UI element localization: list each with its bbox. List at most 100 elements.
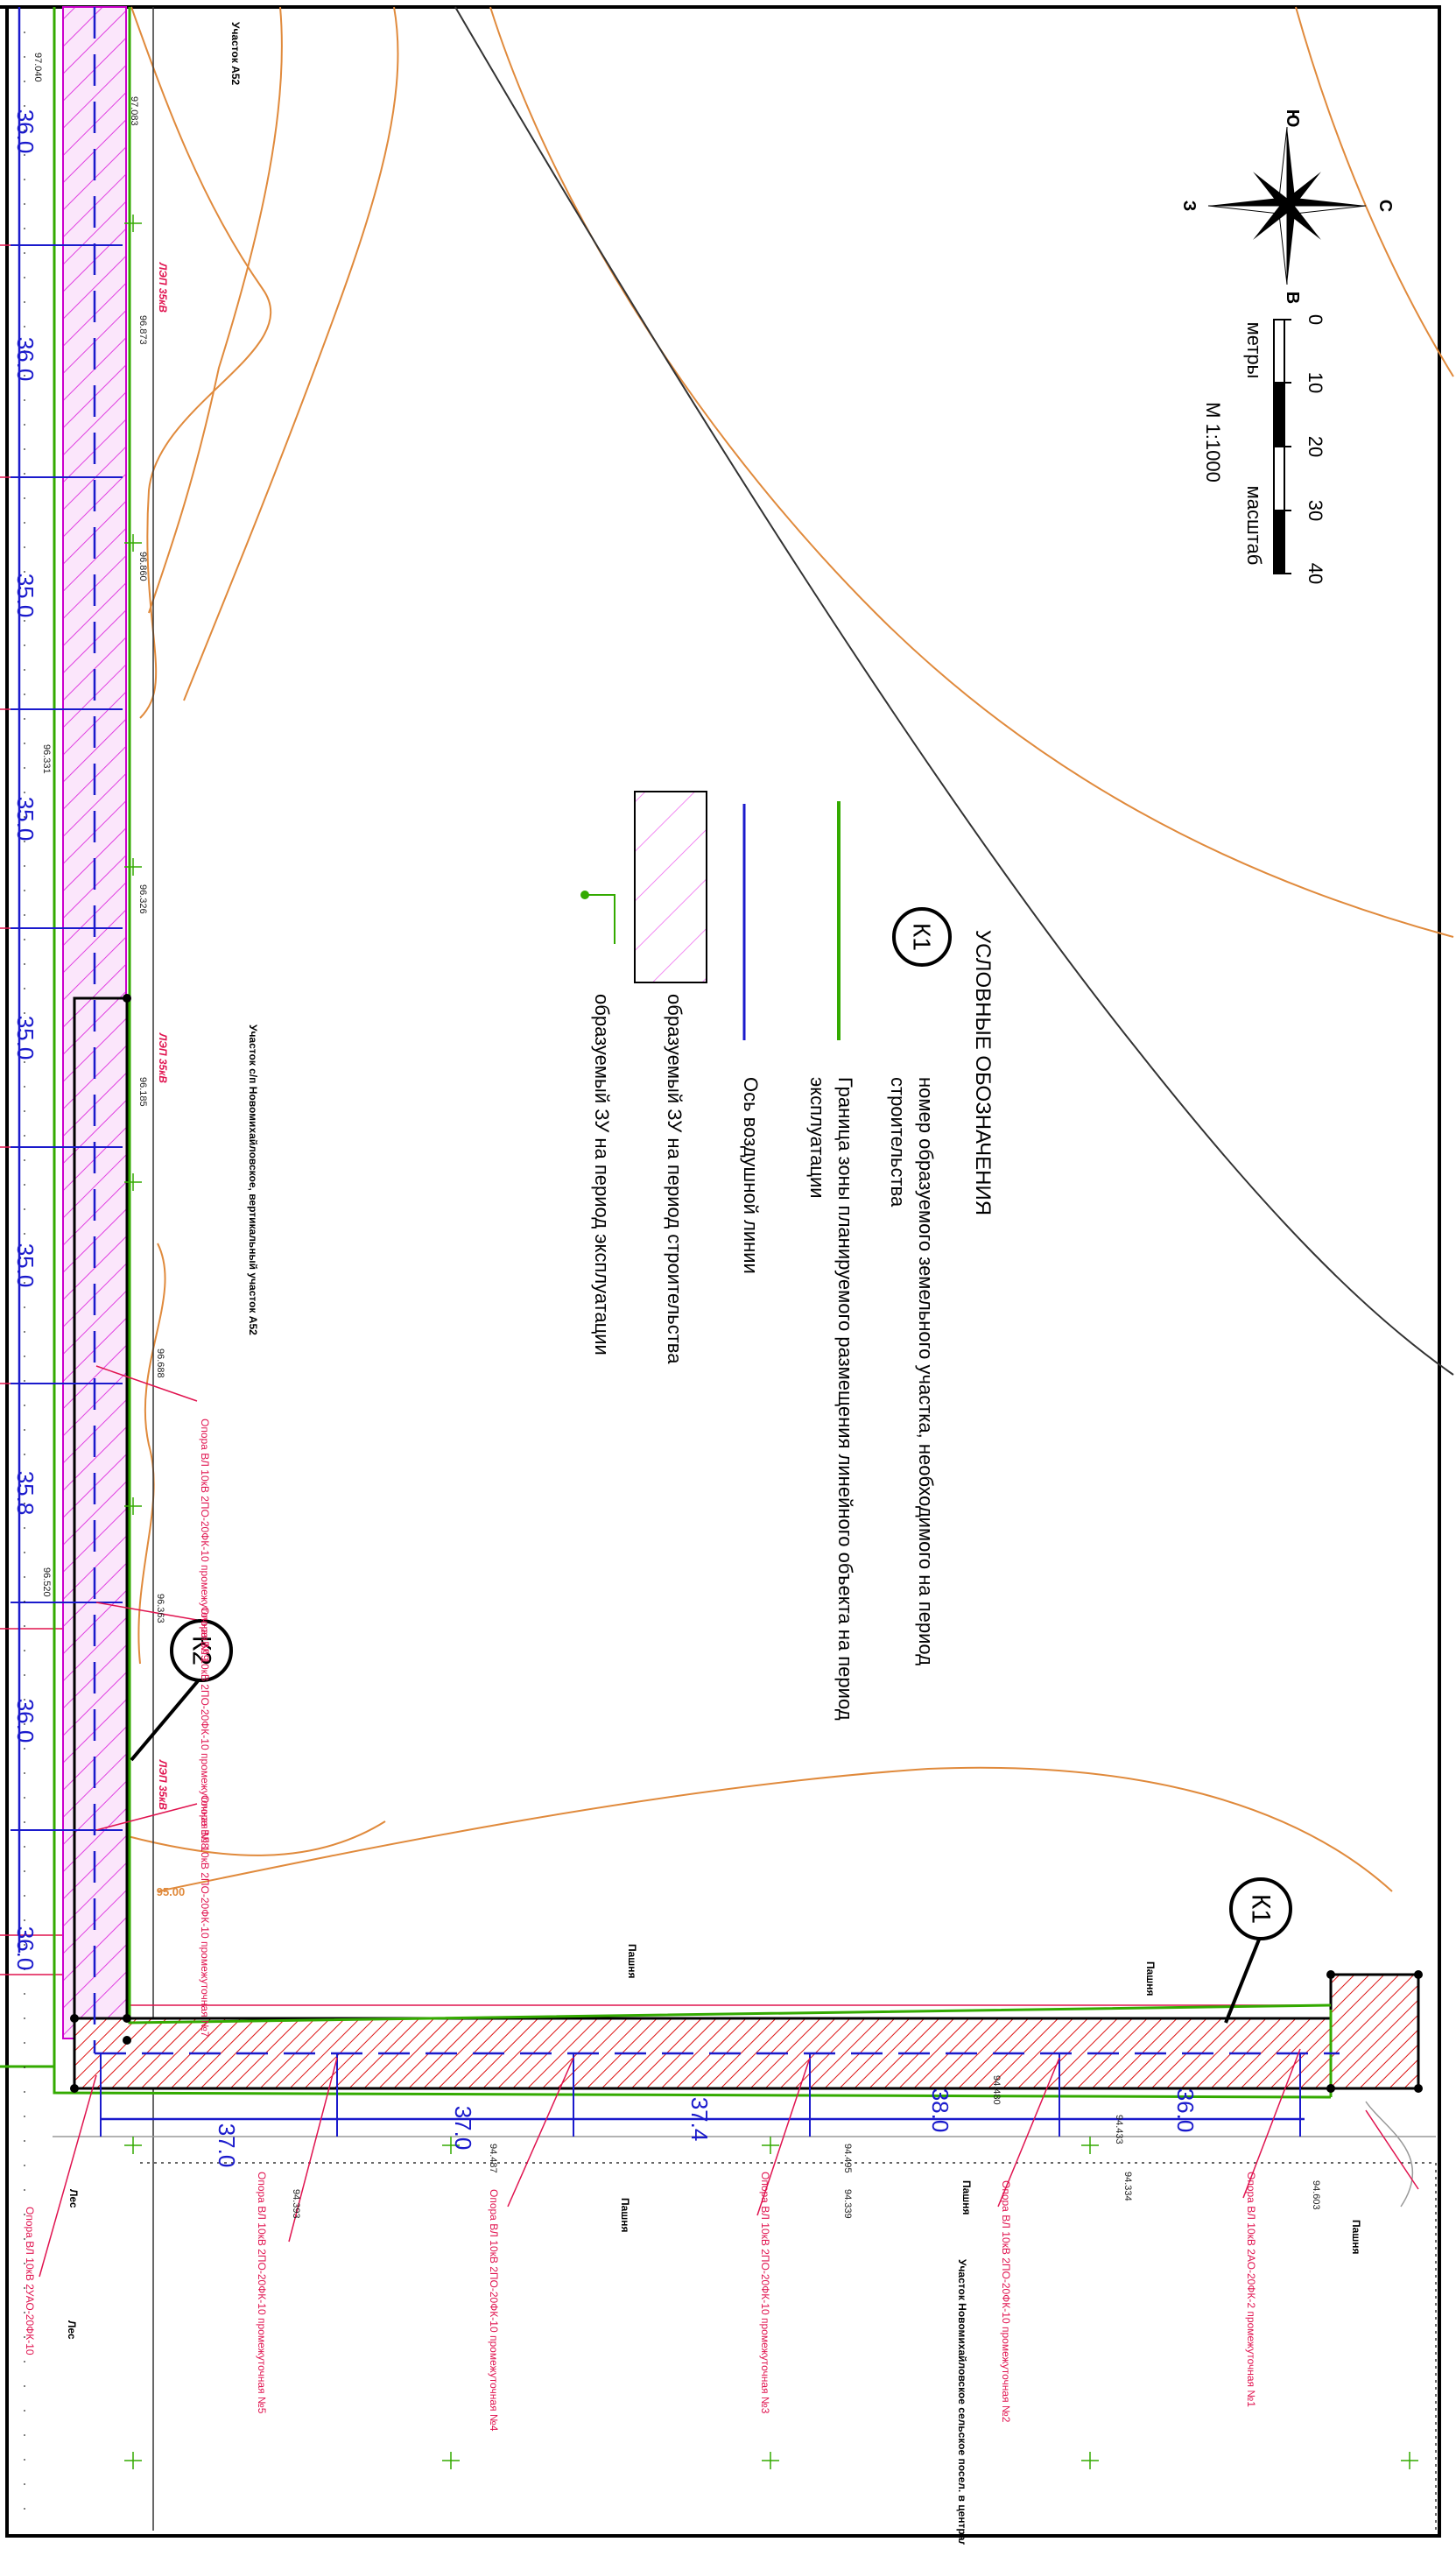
elev-v1: 97.040: [32, 53, 43, 82]
pole-callout-5: Опора ВЛ 10кВ 2ПО-20ФК-10 промежуточная …: [256, 2172, 268, 2414]
field-label-1: Пашня: [626, 1944, 638, 1979]
span-length-v3: 35.0: [12, 574, 39, 618]
contour-label: 95.00: [157, 1885, 186, 1898]
land-plot-labels: Участок А52 Участок с/п Новомихайловское…: [229, 22, 968, 2549]
legend-k1-desc-line2: строительства: [887, 1077, 909, 1208]
scale-tick-30: 30: [1305, 500, 1326, 521]
elev-h3: 94.339: [842, 2189, 853, 2219]
legend-green-desc-line2: эксплуатации: [806, 1077, 828, 1199]
span-length-h2: 37.0: [450, 2106, 476, 2151]
field-label-5: Пашня: [1350, 2220, 1362, 2255]
field-label-3: Пашня: [619, 2198, 631, 2233]
legend-k1-symbol: К1: [892, 907, 952, 967]
pole-callout-7: Опора ВЛ 10кВ 2ПО-20ФК-10 промежуточная …: [199, 1795, 211, 2038]
marker-k1-label: К1: [1247, 1894, 1276, 1924]
legend-blue-desc: Ось воздушной линии: [740, 1077, 762, 1274]
elev-v7: 96.185: [137, 1077, 148, 1107]
span-length-v2: 36.0: [12, 337, 39, 382]
scale-tick-40: 40: [1305, 563, 1326, 584]
overhead-line-curve: [454, 6, 1454, 1376]
vl-label-2: ЛЭП 35кВ: [157, 1032, 169, 1083]
elev-h6: 94.603: [1311, 2180, 1321, 2210]
construction-plot-vertical-lower: [73, 996, 129, 2042]
pole-callout-4: Опора ВЛ 10кВ 2ПО-20ФК-10 промежуточная …: [488, 2189, 500, 2432]
legend-point-desc: образуемый ЗУ на период эксплуатации: [591, 994, 613, 1355]
survey-crosses: [124, 215, 1418, 2469]
scale-tick-10: 10: [1305, 372, 1326, 393]
scale-tick-20: 20: [1305, 436, 1326, 457]
span-length-v7: 35.8: [12, 1471, 39, 1516]
elev-h5: 94.334: [1122, 2172, 1133, 2201]
pole-callouts-right: Опора ВЛ 10кВ 2ПО-20ФК-10 промежуточная …: [199, 1419, 211, 2038]
scale-tick-0: 0: [1305, 314, 1326, 325]
elev-h8: 94.393: [291, 2189, 301, 2219]
scale-label: масштаб: [1243, 486, 1265, 566]
span-length-v8: 36.0: [12, 1699, 39, 1743]
callout-leaders: [39, 1365, 1419, 2278]
land-label-mid: Участок с/п Новомихайловское, вертикальн…: [247, 1025, 259, 1335]
pole-callout-2: Опора ВЛ 10кВ 2ПО-20ФК-10 промежуточная …: [1000, 2180, 1012, 2423]
land-label-top: Участок А52: [229, 22, 242, 86]
compass-letter-right: С: [1375, 200, 1395, 212]
elev-v4: 96.860: [137, 552, 148, 581]
pole-callout-8: Опора ВЛ 10кВ 2ПО-20ФК-10 промежуточная …: [199, 1607, 211, 1849]
elev-v8: 96.688: [155, 1348, 165, 1378]
span-ticks-horizontal: [100, 2053, 1301, 2137]
elev-v5: 96.331: [41, 744, 52, 774]
pole-callout-9: Опора ВЛ 10кВ 2ПО-20ФК-10 промежуточная …: [199, 1419, 211, 1661]
elev-v3: 96.873: [137, 315, 148, 345]
legend-k1-label: К1: [909, 923, 936, 951]
land-label-bottom-right: Участок Новомихайловское сельское посел.…: [956, 2259, 968, 2545]
contour-lines: [104, 6, 1454, 1892]
legend-title: УСЛОВНЫЕ ОБОЗНАЧЕНИЯ: [971, 930, 995, 1215]
legend-point-symbol: [580, 891, 615, 944]
elev-v2: 97.083: [129, 96, 139, 126]
legend-k1-desc-line1: номер образуемого земельного участка, не…: [915, 1077, 937, 1665]
elev-h4: 94.433: [1114, 2115, 1124, 2144]
span-length-v4: 35.0: [12, 797, 39, 841]
span-length-v6: 35.0: [12, 1243, 39, 1288]
compass-letter-left: З: [1179, 201, 1199, 212]
marker-k2-label: К2: [187, 1636, 216, 1665]
compass-rose: Ю З С В: [1179, 109, 1395, 305]
elev-h1: 94.487: [488, 2144, 498, 2173]
elev-h7: 94.480: [991, 2075, 1002, 2105]
legend-hatch-desc: образуемый ЗУ на период строительства: [664, 994, 686, 1364]
field-label-7: Лес: [66, 2320, 78, 2340]
span-length-v5: 35.0: [12, 1016, 39, 1060]
scale-units: метры: [1243, 322, 1265, 379]
legend-hatch-swatch: [634, 791, 707, 983]
legend-green-desc-line1: Граница зоны планируемого размещения лин…: [834, 1077, 856, 1721]
marker-k2: К2: [130, 1619, 233, 1762]
vl-label-3: ЛЭП 35кВ: [157, 1759, 169, 1810]
elev-h2: 94.495: [842, 2144, 853, 2173]
compass-letter-top: Ю: [1283, 109, 1302, 128]
elevation-marks: 97.040 97.083 96.873 96.860 96.331 96.32…: [32, 53, 1321, 2219]
legend: УСЛОВНЫЕ ОБОЗНАЧЕНИЯ К1 номер образуемог…: [580, 791, 995, 1721]
operation-zone-boundary: [0, 7, 1333, 2099]
elev-v10: 96.363: [155, 1594, 165, 1623]
span-ticks-vertical: [11, 244, 123, 1831]
span-length-v9: 36.0: [12, 1926, 39, 1971]
pole-callout-end: Опора ВЛ 10кВ 2УАО-20ФК-10: [24, 2207, 36, 2355]
pole-callout-1: Опора ВЛ 10кВ 2АО-20ФК-2 промежуточная №…: [1245, 2172, 1257, 2407]
field-labels: Пашня Пашня Пашня Пашня Пашня Лес Лес: [66, 1944, 1362, 2340]
compass-letter-bottom: В: [1283, 292, 1302, 304]
pole-callout-3: Опора ВЛ 10кВ 2ПО-20ФК-10 промежуточная …: [759, 2172, 771, 2414]
elev-v9: 96.520: [41, 1567, 52, 1597]
scale-bar: 0 10 20 30 40 метры масштаб М 1:1000: [1202, 314, 1326, 584]
marker-k1: К1: [1224, 1877, 1292, 2024]
pole-callouts-bottom: Опора ВЛ 10кВ 2ПО-20ФК-10 промежуточная …: [24, 2172, 1257, 2432]
span-length-h4: 38.0: [927, 2088, 953, 2133]
span-length-h1: 37.0: [214, 2123, 240, 2168]
scale-ratio: М 1:1000: [1202, 402, 1224, 482]
plot-vertices: [70, 994, 1423, 2093]
construction-plot-k1: [1329, 1973, 1420, 2090]
field-label-6: Лес: [67, 2189, 80, 2208]
span-length-h3: 37.4: [686, 2097, 713, 2142]
field-boundaries: [53, 7, 1437, 2531]
span-length-v1: 36.0: [12, 109, 39, 154]
vl-labels: ЛЭП 35кВ ЛЭП 35кВ ЛЭП 35кВ: [157, 262, 169, 1810]
